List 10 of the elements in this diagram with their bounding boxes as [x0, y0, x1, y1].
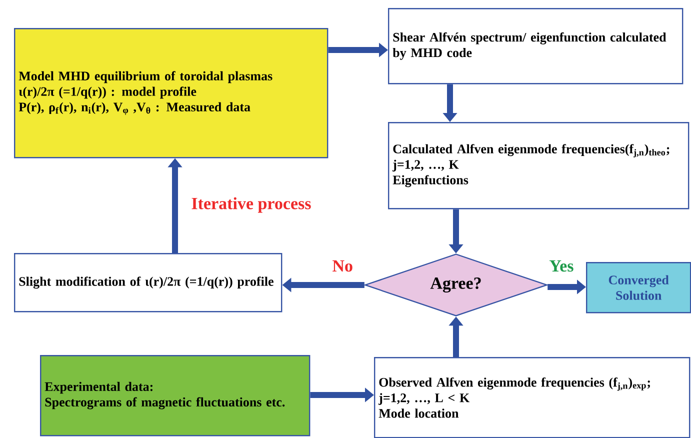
process-box: Experimental data: Spectrograms of magnetic fluctuations etc. — [40, 354, 310, 436]
process-box: Slight modification of ι(r)/2π (=1/q(r)) profile — [14, 253, 282, 312]
edge-label: Yes — [550, 260, 574, 272]
process-box: Model MHD equilibrium of toroidal plasmas ι(r)/2π (=1/q(r)) : model profile P(r), ρ$_{f}$(r), n$_{i}$(r), V$_{φ}$ ,V$_{θ}$ : Measured data — [14, 28, 328, 158]
process-box: Calculated Alfven eigenmode frequencies(f$_{j,n}$)$_{theo}$; j=1,2, …, K Eigenfuctions — [388, 122, 690, 210]
edge-label: Iterative process — [192, 197, 311, 213]
process-box: Shear Alfvén spectrum/ eigenfunction calculated by MHD code — [388, 8, 684, 84]
edge-label: No — [332, 260, 352, 272]
process-box: Observed Alfven eigenmode frequencies (f$_{j,n}$)$_{exp}$; j=1,2, …, L < K Mode location — [374, 356, 690, 438]
process-box: Converged Solution — [586, 262, 691, 314]
